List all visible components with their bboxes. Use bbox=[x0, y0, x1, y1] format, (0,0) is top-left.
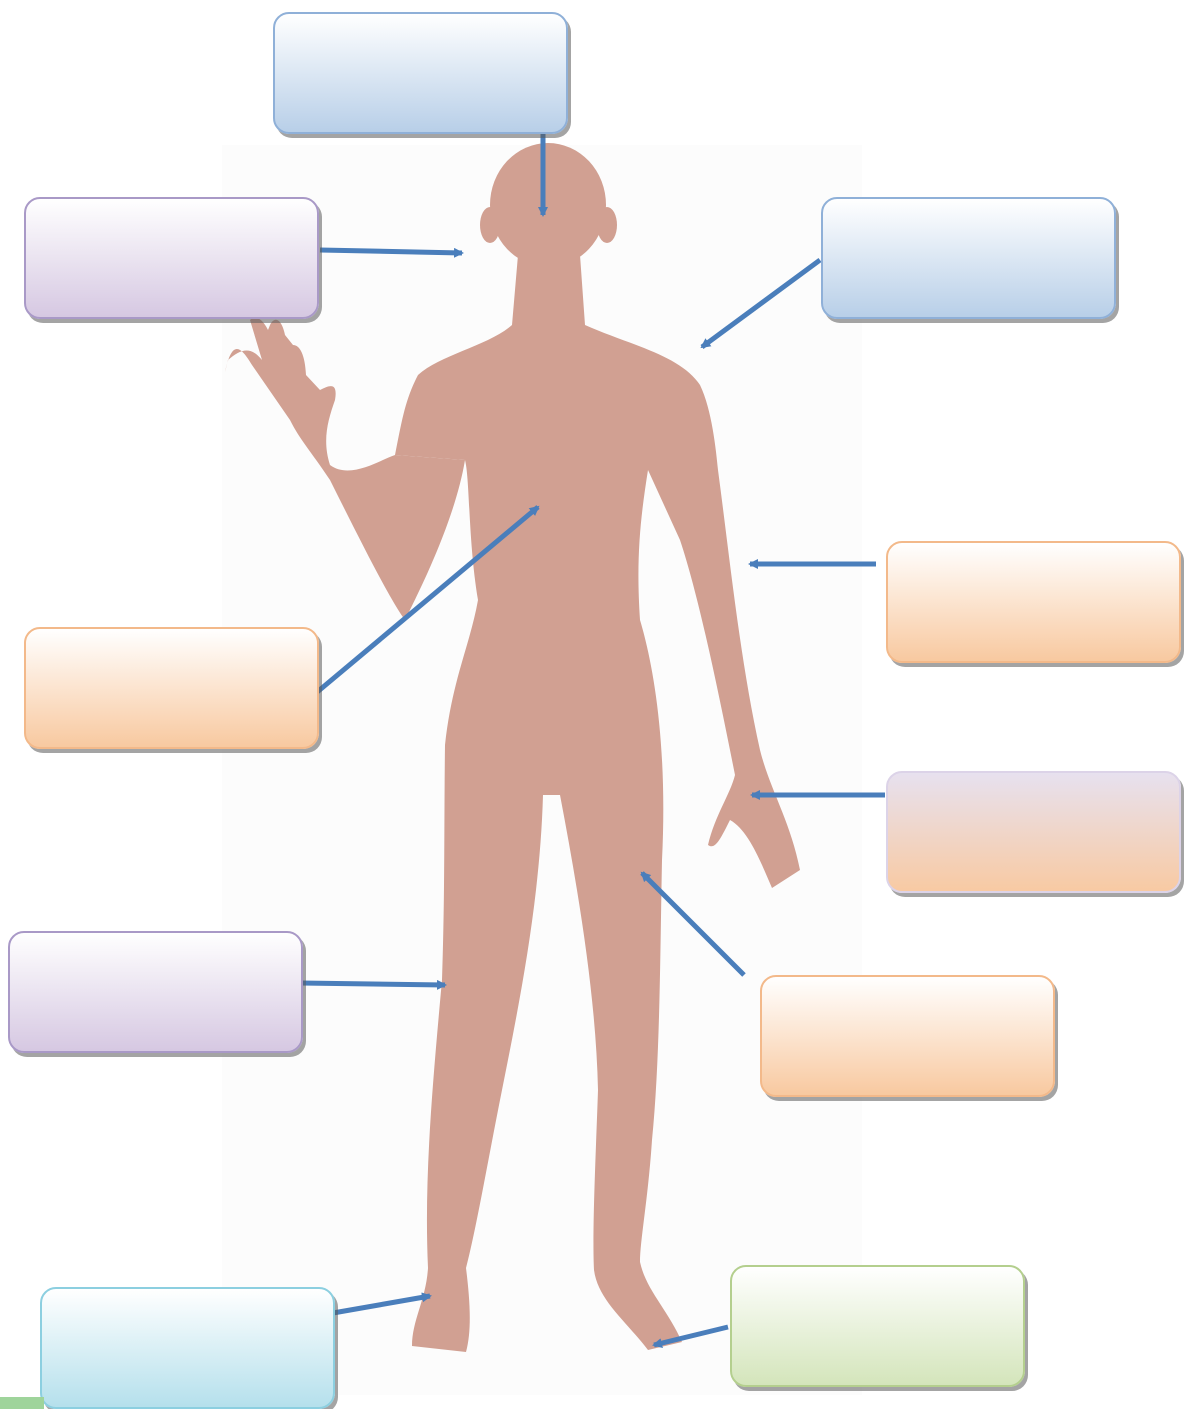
label-box-arm[interactable] bbox=[886, 541, 1181, 663]
label-box-shoulder[interactable] bbox=[821, 197, 1116, 319]
label-box-head[interactable] bbox=[273, 12, 568, 134]
body-silhouette bbox=[225, 143, 800, 1352]
arrow-shoulder bbox=[702, 260, 820, 347]
label-box-foot-left[interactable] bbox=[40, 1287, 335, 1409]
label-box-ear[interactable] bbox=[24, 197, 319, 319]
arrow-ear bbox=[320, 250, 462, 253]
arrow-knee bbox=[300, 983, 445, 985]
label-box-knee[interactable] bbox=[8, 931, 303, 1053]
label-box-foot-right[interactable] bbox=[730, 1265, 1025, 1387]
label-box-leg[interactable] bbox=[760, 975, 1055, 1097]
label-box-hand[interactable] bbox=[886, 771, 1181, 893]
arrow-foot-left bbox=[333, 1296, 430, 1313]
label-box-chest[interactable] bbox=[24, 627, 319, 749]
corner-decoration bbox=[0, 1397, 44, 1409]
